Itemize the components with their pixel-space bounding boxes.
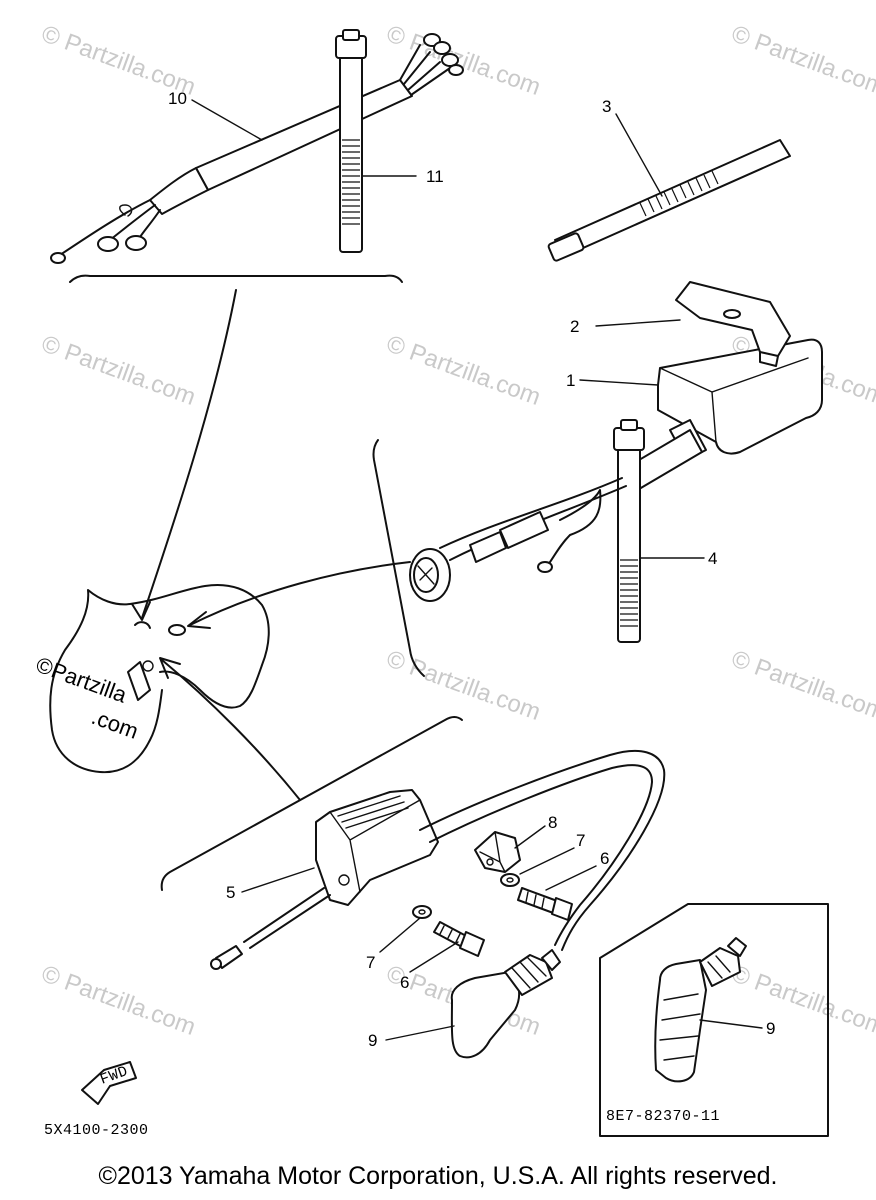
leader-9a [385,1025,455,1041]
callout-numbers: 10 11 3 2 1 4 5 8 7 6 7 6 9 9 [168,89,775,1050]
callout-9a: 9 [368,1031,377,1050]
part-5-ignition-coil [210,789,439,970]
leader-6b [409,941,459,973]
watermark-4: © Partzilla.com [38,330,199,411]
part-11-cable-tie [335,29,367,253]
callout-7a: 7 [576,831,585,850]
leader-3 [615,113,663,197]
callout-7b: 7 [366,953,375,972]
assembly-arrows [131,289,411,801]
watermark-3: © Partzilla.com [728,20,876,101]
leader-2 [595,319,681,327]
part-7-washer-upper [500,873,520,887]
cdi-harness [409,477,627,602]
fwd-arrow-icon: FWD [81,1061,137,1105]
callout-8: 8 [548,813,557,832]
watermark-9: © Partzilla.com [38,960,199,1041]
callout-6a: 6 [600,849,609,868]
part-7-washer-lower [412,905,432,919]
group-bracket-top [69,274,403,283]
callout-1: 1 [566,371,575,390]
leader-5 [241,867,315,893]
engine-silhouette [49,584,270,774]
callout-9b: 9 [766,1019,775,1038]
leader-7a [519,847,575,875]
callout-6b: 6 [400,973,409,992]
callout-3: 3 [602,97,611,116]
inset-frame [599,903,829,1137]
part-3-cable-tie [547,139,791,262]
watermark-5: © Partzilla.com [383,330,544,411]
watermark-11: © Partzilla.com [728,960,876,1041]
callout-4: 4 [708,549,717,568]
part-8-clamp [474,831,521,873]
watermark-7: © Partzilla.com [383,645,544,726]
inset-plug-cap [654,937,747,1083]
callout-11: 11 [426,167,444,186]
callout-10: 10 [168,89,187,108]
leader-9b [699,1019,763,1029]
callout-2: 2 [570,317,579,336]
part-4-cable-tie [613,419,645,643]
callout-5: 5 [226,883,235,902]
part-6-bolt-lower [433,921,485,957]
copyright-notice: ©2013 Yamaha Motor Corporation, U.S.A. A… [98,1162,778,1190]
high-tension-lead [419,749,666,951]
diagram-code: 5X4100-2300 [44,1122,149,1139]
part-6-bolt-upper [517,887,573,921]
group-bracket-mid [372,439,425,677]
leader-lines [191,99,763,1041]
cable-tie-teeth-4 [620,559,638,627]
part-9-plug-cap [450,949,561,1059]
cable-tie-teeth-3 [639,170,719,217]
leader-1 [579,379,659,386]
leader-10 [191,99,263,141]
inset-part-code: 8E7-82370-11 [606,1108,720,1125]
leader-7b [379,917,421,953]
watermark-8: © Partzilla.com [728,645,876,726]
cable-tie-teeth-11 [342,139,360,225]
part-2-bracket [675,281,791,367]
leader-8 [514,825,546,849]
part-1-cdi-unit [621,338,823,493]
leader-6a [545,865,597,891]
fwd-label: FWD [98,1063,131,1089]
group-bracket-bottom [160,716,463,891]
